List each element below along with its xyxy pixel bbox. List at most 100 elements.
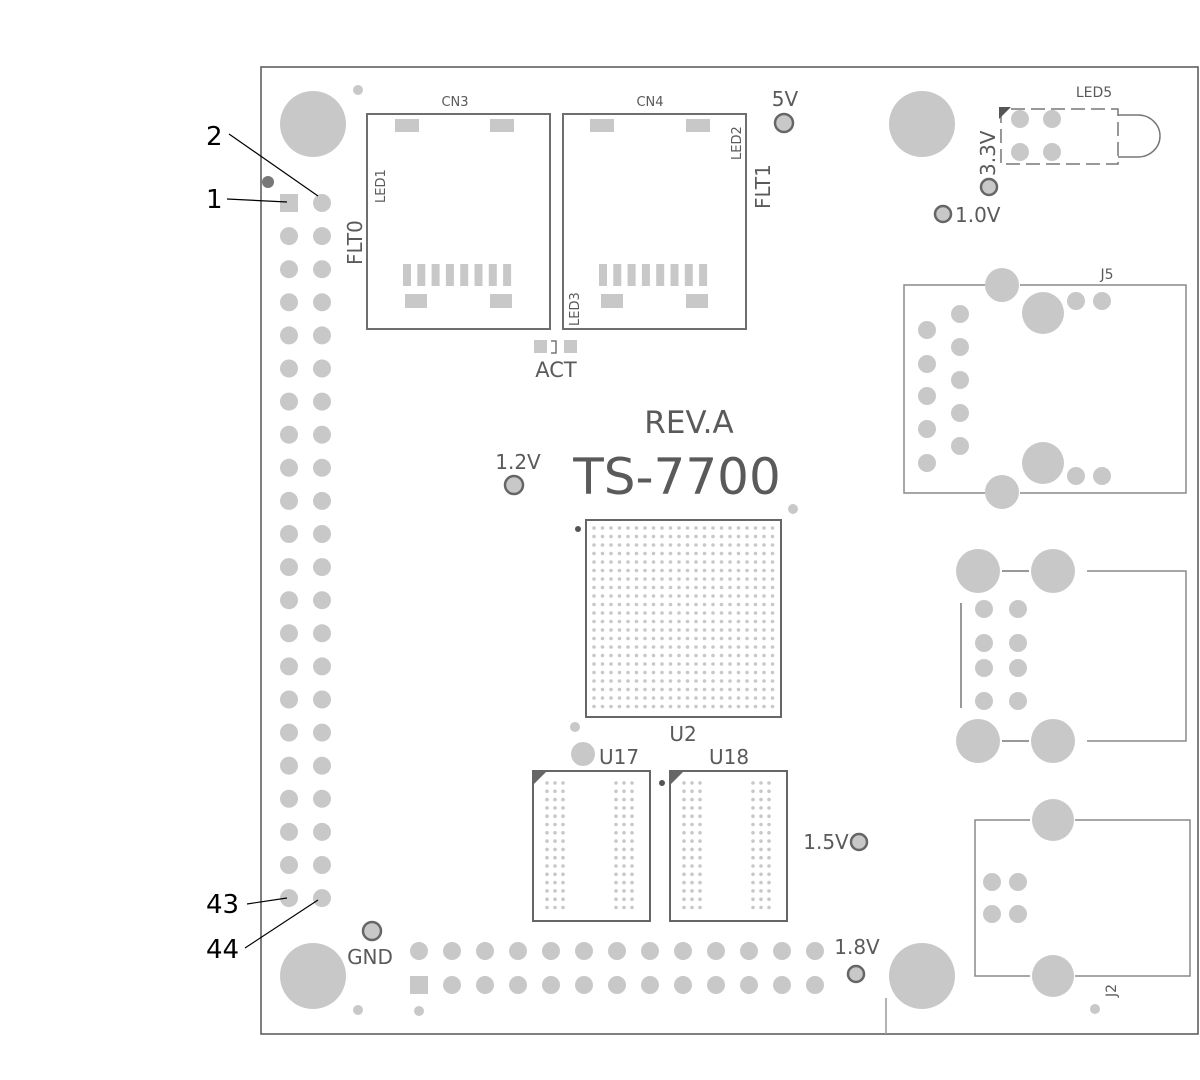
bga-ball (643, 543, 647, 547)
bga-ball (685, 687, 690, 692)
bga-ball (767, 797, 771, 802)
bga-ball (545, 839, 549, 843)
bga-ball (702, 526, 707, 530)
bga-ball (719, 619, 724, 624)
bga-ball (609, 551, 613, 556)
bga-ball (545, 806, 549, 810)
bga-ball (660, 611, 664, 615)
bga-ball (600, 636, 605, 641)
bga-ball (711, 577, 715, 581)
bga-ball (553, 797, 557, 802)
bga-ball (677, 560, 681, 564)
bga-ball (728, 704, 732, 709)
bga-ball (677, 543, 681, 547)
bga-ball (682, 905, 686, 910)
header-pin (313, 624, 331, 643)
bga-ball (682, 789, 686, 794)
header-pin-square (280, 194, 298, 212)
bga-ball (753, 551, 758, 556)
bga-ball (770, 577, 775, 581)
connector-pin (460, 264, 469, 286)
cn4-label: CN4 (636, 95, 663, 110)
header-pin (740, 942, 758, 960)
bga-ball (753, 696, 758, 700)
bga-ball (751, 814, 755, 818)
connector-usb-dual (956, 549, 1187, 763)
header-pin (674, 942, 692, 960)
bga-ball (751, 864, 755, 868)
bga-ball (614, 789, 618, 794)
bga-ball (719, 645, 724, 649)
connector-pin (951, 437, 969, 455)
bga-ball (745, 560, 749, 564)
bga-ball (770, 611, 775, 615)
bga-ball (668, 628, 673, 632)
connector-pin (431, 264, 440, 286)
bga-ball (660, 653, 664, 658)
bga-ball (694, 645, 698, 649)
bga-ball (685, 560, 690, 564)
bga-ball (553, 889, 557, 893)
header-pin (707, 976, 725, 994)
bga-ball (592, 696, 596, 700)
header-pin (313, 425, 331, 444)
bga-ball (622, 839, 626, 843)
bga-ball (677, 670, 681, 675)
bga-ball (634, 662, 639, 666)
header-pin (313, 359, 331, 378)
bga-ball (736, 696, 741, 700)
bga-ball (677, 551, 681, 556)
bga-ball (682, 781, 686, 785)
bga-ball (677, 653, 681, 658)
bga-ball (762, 577, 766, 581)
bga-ball (694, 560, 698, 564)
bga-ball (767, 822, 771, 827)
bga-ball (660, 551, 664, 556)
bga-ball (690, 872, 694, 877)
bga-ball (643, 636, 647, 641)
bga-ball (617, 662, 622, 666)
header-pin (476, 976, 494, 994)
bga-ball (668, 594, 673, 598)
bga-ball (561, 822, 565, 827)
bga-ball (660, 577, 664, 581)
u17-label: U17 (599, 745, 639, 769)
header-pin-square (410, 976, 428, 994)
bga-ball (745, 568, 749, 573)
bga-ball (634, 653, 639, 658)
bga-ball (677, 602, 681, 607)
bga-ball (745, 585, 749, 590)
bga-ball (626, 679, 630, 683)
bga-ball (745, 619, 749, 624)
bga-ball (668, 551, 673, 556)
mounting-hole-top-left (280, 91, 346, 157)
bga-ball (711, 679, 715, 683)
bga-ball (719, 628, 724, 632)
chip-u18 (669, 770, 788, 922)
bga-ball (702, 636, 707, 641)
bga-ball (677, 619, 681, 624)
bga-ball (698, 781, 702, 785)
bga-ball (677, 704, 681, 709)
bga-ball (592, 594, 596, 598)
bga-ball (668, 526, 673, 530)
bga-ball (643, 534, 647, 539)
bga-ball (609, 568, 613, 573)
bga-ball (736, 560, 741, 564)
bga-ball (660, 602, 664, 607)
bga-ball (630, 889, 634, 893)
bga-ball (626, 534, 630, 539)
bga-ball (702, 577, 707, 581)
bga-ball (685, 551, 690, 556)
bga-ball (702, 628, 707, 632)
bga-ball (600, 602, 605, 607)
bga-ball (736, 662, 741, 666)
bga-ball (719, 696, 724, 700)
bga-ball (561, 789, 565, 794)
j5-label: J5 (1099, 267, 1113, 283)
bga-ball (614, 814, 618, 818)
bga-ball (702, 704, 707, 709)
bga-ball (643, 653, 647, 658)
connector-pin (918, 355, 936, 373)
bga-ball (609, 577, 613, 581)
